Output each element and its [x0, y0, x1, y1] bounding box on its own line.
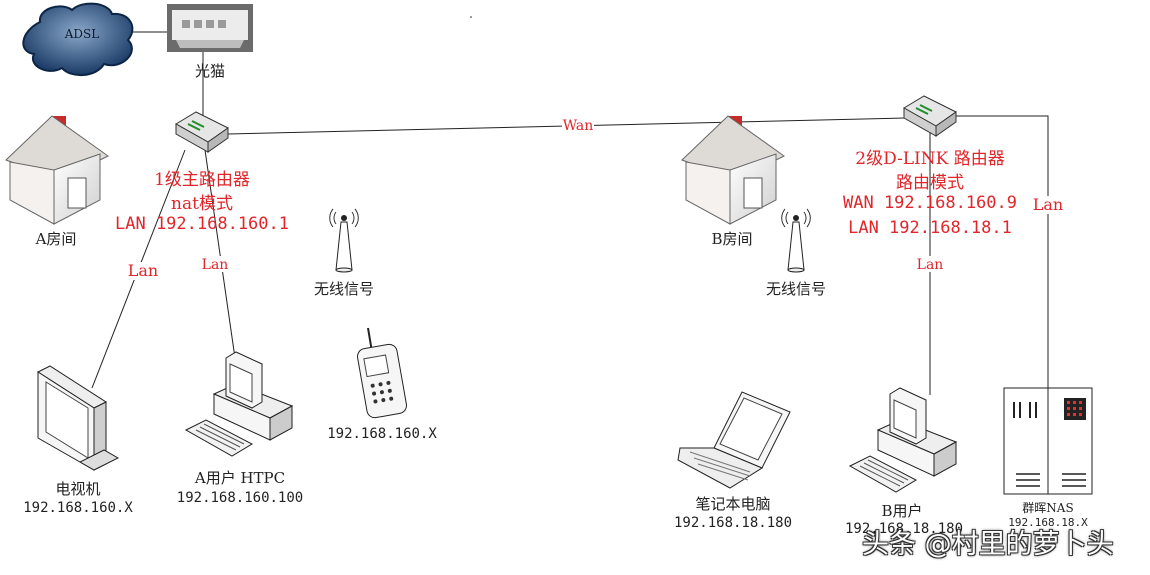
optical-modem-icon: [167, 4, 253, 52]
house-a-label: A房间: [35, 230, 77, 248]
wireless-a-label: 无线信号: [313, 280, 375, 298]
laptop-ip: 192.168.18.180: [673, 515, 793, 531]
nas-name: 群晖NAS: [1022, 501, 1074, 515]
router-2-icon: [903, 95, 957, 137]
adsl-label: ADSL: [64, 27, 100, 41]
wireless-b-label: 无线信号: [765, 280, 827, 298]
router-2-mode: 路由模式: [896, 173, 964, 193]
wan-link-label: Wan: [563, 118, 594, 134]
phone-icon: [356, 327, 408, 419]
lan-nas-link: [955, 115, 1049, 392]
house-b-icon: [681, 115, 785, 225]
lan-tv-link-label: Lan: [128, 261, 158, 280]
router-2-title: 2级D-LINK 路由器: [855, 149, 1005, 169]
laptop-icon: [677, 391, 791, 489]
router-2-lan: LAN 192.168.18.1: [848, 218, 1012, 238]
router-1-lan: LAN 192.168.160.1: [115, 214, 289, 234]
lan-htpc-link-label: Lan: [202, 257, 229, 273]
phone-ip: 192.168.160.X: [327, 426, 437, 442]
htpc-computer-icon: [184, 351, 294, 457]
nas-ip: 192.168.18.X: [1008, 516, 1088, 529]
htpc-name: A用户 HTPC: [194, 469, 286, 487]
wireless-antenna-b-icon: [781, 208, 811, 273]
house-a-icon: [5, 115, 109, 225]
b-user-name: B用户: [881, 502, 923, 520]
b-user-ip: 192.168.18.180: [844, 521, 964, 537]
htpc-ip: 192.168.160.100: [176, 490, 304, 506]
router-2-wan: WAN 192.168.160.9: [843, 193, 1017, 213]
nas-icon: [1003, 387, 1093, 495]
laptop-name: 笔记本电脑: [695, 495, 771, 513]
lan-htpc-link: [204, 149, 236, 359]
modem-label: 光猫: [194, 62, 226, 80]
router-1-title: 1级主路由器: [154, 170, 250, 190]
b-user-computer-icon: [848, 387, 958, 493]
wireless-antenna-a-icon: [329, 208, 359, 273]
lan-b-user-link-label: Lan: [917, 257, 944, 273]
watermark: 头条 @村里的萝卜头: [862, 529, 1114, 560]
lan-nas-link-label: Lan: [1033, 195, 1063, 214]
tv-icon: [36, 365, 120, 471]
house-b-label: B房间: [711, 230, 753, 248]
adsl-cloud: [22, 2, 134, 76]
router-1-icon: [175, 111, 229, 153]
router-1-mode: nat模式: [171, 194, 233, 214]
tv-name: 电视机: [55, 480, 101, 498]
tv-ip: 192.168.160.X: [23, 500, 133, 516]
